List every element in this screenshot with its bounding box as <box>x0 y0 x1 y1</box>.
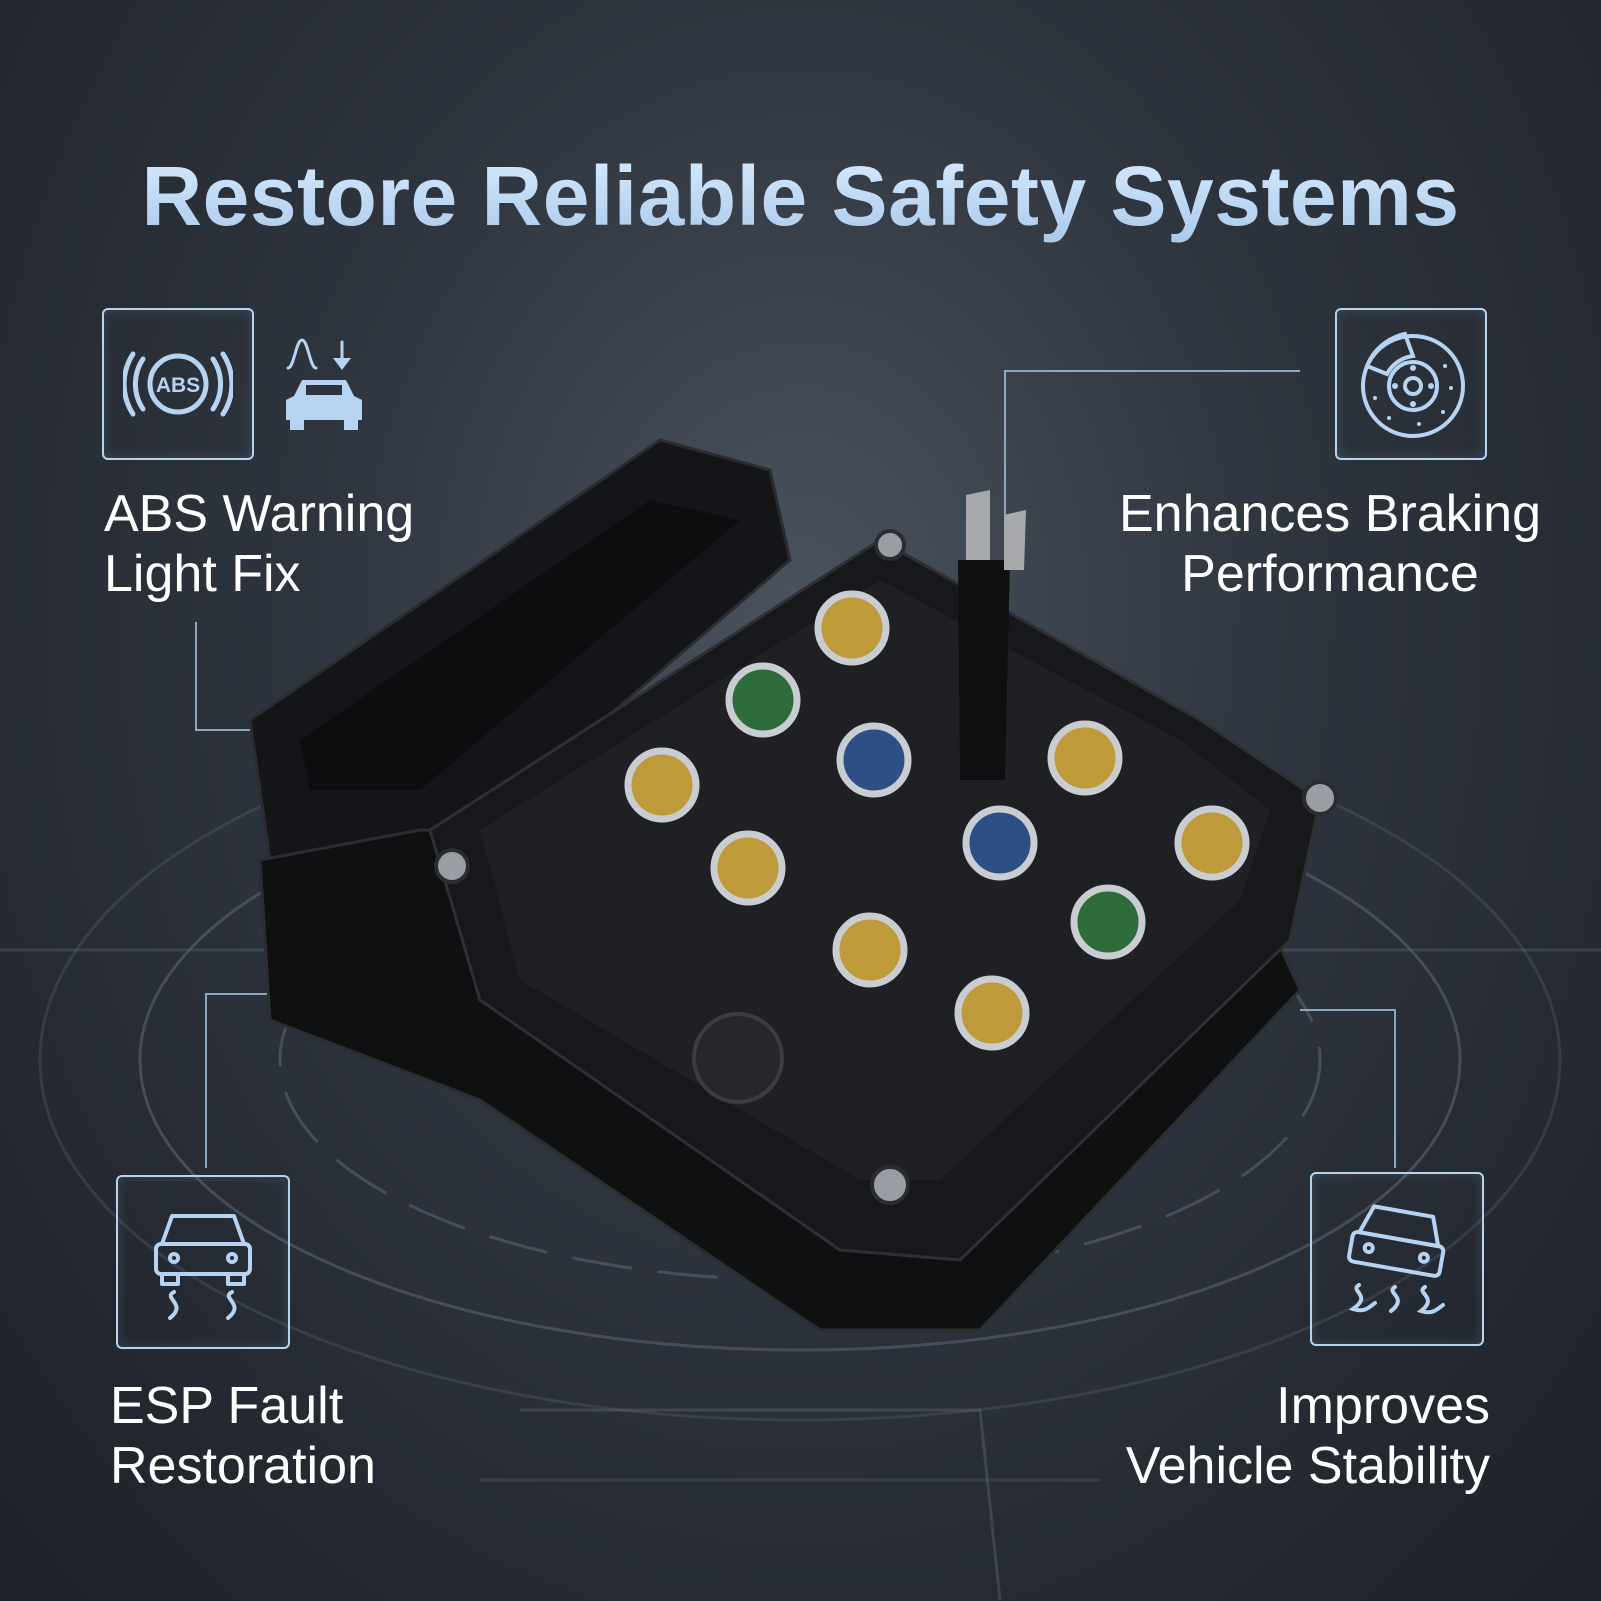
braking-feature-text: Enhances Braking Performance <box>1090 484 1570 604</box>
braking-line-1: Enhances Braking <box>1118 485 1542 543</box>
stability-line-1: Improves <box>1276 1377 1490 1435</box>
stability-feature-text: Improves Vehicle Stability <box>1000 1376 1490 1496</box>
stability-icon-box <box>1310 1172 1484 1346</box>
esp-skid-car-icon <box>154 1214 252 1320</box>
brake-disc-icon <box>1361 331 1465 438</box>
abs-warning-icon-box: ABS <box>102 308 254 460</box>
braking-line-2: Performance <box>1181 545 1479 603</box>
stability-line-2: Vehicle Stability <box>1125 1437 1490 1495</box>
page-title: Restore Reliable Safety Systems <box>0 148 1601 245</box>
esp-icon-box <box>116 1175 290 1349</box>
esp-feature-text: ESP Fault Restoration <box>110 1376 376 1496</box>
abs-warning-feature-text: ABS Warning Light Fix <box>104 484 414 604</box>
esp-line-1: ESP Fault <box>110 1377 344 1435</box>
stability-skid-car-icon <box>1347 1204 1446 1315</box>
car-pressure-icon <box>286 338 362 430</box>
abs-badge-text: ABS <box>156 374 200 397</box>
abs-warning-line-1: ABS Warning <box>104 485 415 543</box>
esp-line-2: Restoration <box>110 1437 376 1495</box>
abs-warning-icon: ABS <box>123 351 233 417</box>
abs-warning-line-2: Light Fix <box>104 545 301 603</box>
brake-disc-icon-box <box>1335 308 1487 460</box>
